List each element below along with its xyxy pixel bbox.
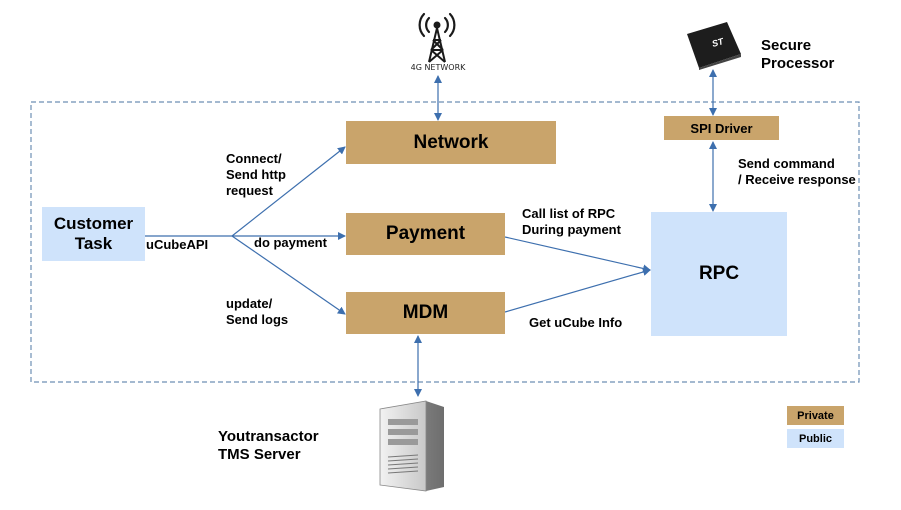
network-label: Network bbox=[413, 131, 489, 153]
tms-server-label: Youtransactor TMS Server bbox=[218, 428, 319, 463]
customer-task-label: Customer Task bbox=[53, 214, 134, 253]
chip-mark: ST bbox=[711, 36, 726, 49]
server-icon bbox=[379, 400, 444, 492]
legend-public: Public bbox=[787, 429, 844, 448]
get-info-label: Get uCube Info bbox=[529, 315, 623, 330]
send-command-label: Send command / Receive response bbox=[738, 156, 856, 187]
connect-label: Connect/ Send http request bbox=[226, 151, 286, 198]
system-boundary bbox=[30, 101, 860, 383]
arrow-mdm-to-rpc bbox=[504, 268, 651, 313]
call-list-label: Call list of RPC During payment bbox=[522, 206, 621, 237]
spi-driver-label: SPI Driver bbox=[690, 120, 753, 136]
network-tower-caption: 4G NETWORK bbox=[410, 63, 466, 72]
customer-task-box: Customer Task bbox=[42, 207, 145, 261]
rpc-box: RPC bbox=[651, 212, 787, 336]
chip-icon: ST bbox=[687, 22, 741, 70]
payment-box: Payment bbox=[346, 213, 505, 255]
legend-private: Private bbox=[787, 406, 844, 425]
spi-driver-box: SPI Driver bbox=[664, 116, 779, 140]
cell-tower-icon bbox=[418, 12, 456, 63]
ucube-api-label: uCubeAPI bbox=[146, 237, 209, 252]
legend-private-label: Private bbox=[797, 409, 834, 422]
mdm-label: MDM bbox=[402, 302, 449, 323]
network-box: Network bbox=[346, 121, 556, 164]
arrow-api-to-network bbox=[231, 146, 346, 237]
do-payment-label: do payment bbox=[254, 235, 327, 250]
payment-label: Payment bbox=[385, 223, 466, 244]
update-logs-label: update/ Send logs bbox=[226, 296, 289, 327]
secure-processor-label: Secure Processor bbox=[761, 37, 835, 72]
arrow-payment-to-rpc bbox=[504, 236, 651, 273]
rpc-label: RPC bbox=[698, 263, 740, 284]
arrow-api-to-mdm bbox=[231, 235, 346, 315]
legend-public-label: Public bbox=[798, 432, 832, 445]
mdm-box: MDM bbox=[346, 292, 505, 334]
